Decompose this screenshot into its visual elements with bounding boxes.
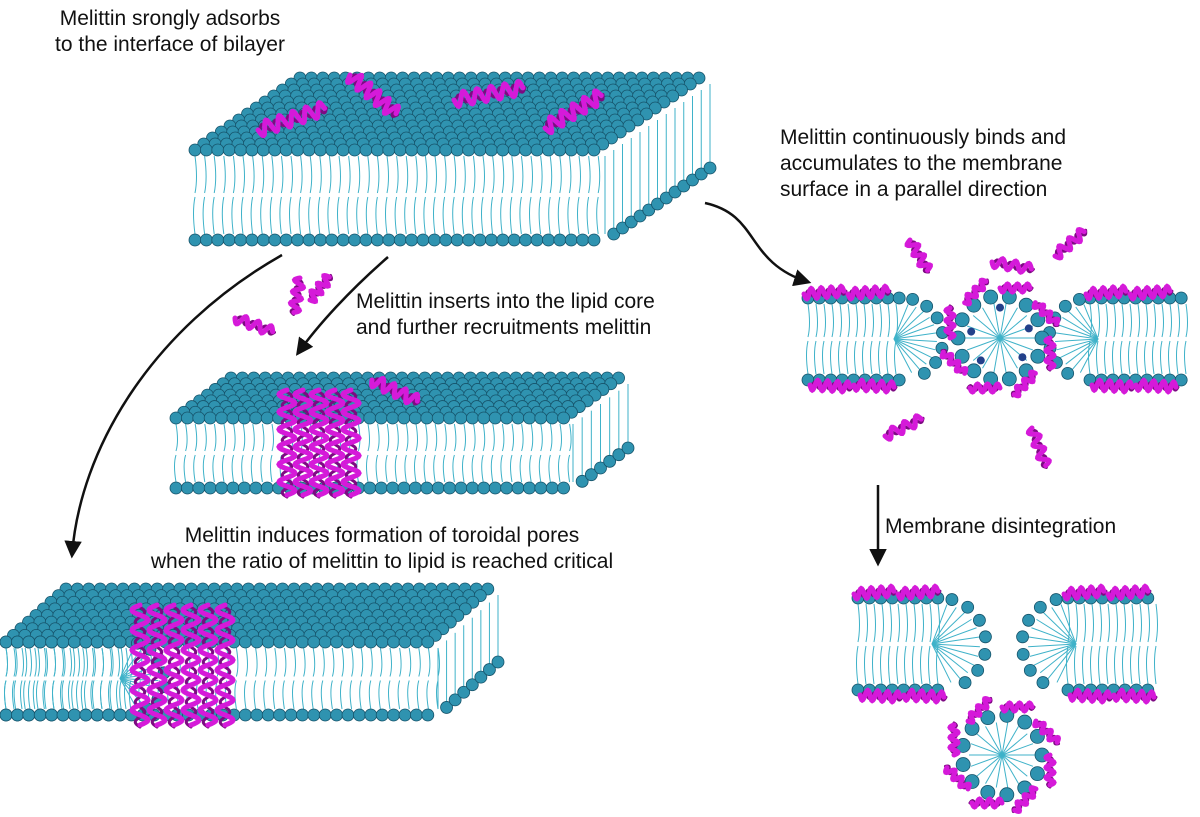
label-adsorb: Melittin srongly adsorbs to the interfac…: [10, 6, 330, 58]
surface-melittin-helix-icon: [939, 348, 969, 376]
melittin-helices: [129, 72, 1180, 814]
pore-melittin-helix-icon: [214, 602, 236, 729]
melittin-helix-icon: [369, 375, 421, 406]
surface-melittin-helix-icon: [1031, 300, 1061, 328]
surface-melittin-helix-icon: [1043, 752, 1057, 789]
pore-melittin-helix-icon: [163, 602, 185, 729]
surface-melittin-helix-icon: [1061, 583, 1108, 602]
surface-melittin-helix-icon: [965, 696, 993, 725]
label-adsorb-line1: Melittin srongly adsorbs: [59, 7, 281, 30]
disintegration-fragment-left: [851, 591, 992, 697]
surface-melittin-helix-icon: [851, 377, 898, 395]
label-carpet: Melittin continuously binds and accumula…: [780, 125, 1066, 203]
label-carpet-line2: accumulates to the membrane: [780, 152, 1063, 175]
surface-melittin-helix-icon: [1032, 718, 1061, 746]
surface-melittin-helix-icon: [801, 283, 848, 302]
surface-melittin-helix-icon: [962, 277, 990, 307]
surface-melittin-helix-icon: [807, 377, 854, 395]
surface-melittin-helix-icon: [851, 583, 898, 602]
melittin-helix-icon: [287, 275, 307, 316]
surface-melittin-helix-icon: [997, 281, 1034, 295]
pore-melittin-helix-icon: [129, 602, 151, 729]
surface-melittin-helix-icon: [1067, 687, 1114, 705]
label-carpet-line1: Melittin continuously binds and: [780, 126, 1067, 149]
process-arrows: [64, 201, 887, 567]
membrane-slabs: [0, 71, 717, 722]
melittin-helix-icon: [232, 314, 276, 336]
pore-melittin-helix-icon: [146, 602, 168, 729]
label-toroidal-line1: Melittin induces formation of toroidal p…: [184, 524, 580, 547]
surface-melittin-helix-icon: [1133, 377, 1180, 395]
arrow-to-insertion: [295, 256, 389, 356]
label-disintegration: Membrane disintegration: [885, 514, 1116, 540]
surface-melittin-helix-icon: [947, 721, 961, 758]
label-insert-line2: and further recruitments melittin: [356, 316, 652, 339]
surface-melittin-helix-icon: [1011, 785, 1039, 814]
pore-melittin-helix-icon: [197, 602, 219, 729]
surface-melittin-helix-icon: [1010, 369, 1038, 399]
surface-melittin-helix-icon: [1105, 583, 1152, 602]
melittin-helix-icon: [345, 72, 402, 118]
arrow-to-toroidal-pore: [64, 253, 283, 559]
label-toroidal-line2: when the ratio of melittin to lipid is r…: [150, 550, 614, 573]
label-insert: Melittin inserts into the lipid core and…: [356, 289, 655, 341]
pore-melittin-helix-icon: [308, 387, 330, 499]
surface-melittin-helix-icon: [895, 583, 942, 602]
pore-melittin-helix-icon: [340, 387, 362, 499]
melittin-helix-icon: [904, 237, 933, 274]
label-adsorb-line2: to the interface of bilayer: [55, 33, 285, 56]
pore-melittin-helix-icon: [292, 387, 314, 499]
surface-melittin-helix-icon: [1111, 687, 1158, 705]
disintegration-fragment-right: [1016, 591, 1158, 697]
melittin-helix-icon: [451, 78, 527, 110]
surface-melittin-helix-icon: [1043, 335, 1057, 372]
label-toroidal: Melittin induces formation of toroidal p…: [82, 523, 682, 575]
surface-melittin-helix-icon: [943, 764, 972, 792]
surface-melittin-helix-icon: [943, 304, 957, 341]
pore-melittin-helix-icon: [276, 387, 298, 499]
surface-melittin-helix-icon: [966, 381, 1003, 395]
surface-melittin-helix-icon: [968, 796, 1005, 810]
melittin-helix-icon: [989, 256, 1035, 275]
surface-melittin-helix-icon: [1083, 283, 1130, 302]
label-insert-line1: Melittin inserts into the lipid core: [356, 290, 655, 313]
carpet-fragment-left: [801, 291, 949, 387]
surface-melittin-helix-icon: [1127, 283, 1174, 302]
carpet-fragment-right: [1043, 291, 1188, 387]
melittin-helix-icon: [882, 413, 925, 442]
melittin-helix-icon: [255, 100, 328, 139]
surface-melittin-helix-icon: [999, 700, 1036, 714]
label-disintegration-text: Membrane disintegration: [885, 515, 1117, 538]
surface-melittin-helix-icon: [1089, 377, 1136, 395]
label-carpet-line3: surface in a parallel direction: [780, 178, 1048, 201]
melittin-helix-icon: [307, 272, 334, 305]
surface-melittin-helix-icon: [901, 687, 948, 705]
membrane-bottom-left: [0, 582, 505, 722]
pore-melittin-helix-icon: [180, 602, 202, 729]
melittin-helix-icon: [1052, 227, 1088, 261]
surface-melittin-helix-icon: [845, 283, 892, 302]
melittin-helix-icon: [542, 88, 605, 135]
melittin-helix-icon: [1025, 425, 1052, 469]
surface-melittin-helix-icon: [857, 687, 904, 705]
arrow-to-carpet: [704, 201, 812, 287]
pore-melittin-helix-icon: [324, 387, 346, 499]
